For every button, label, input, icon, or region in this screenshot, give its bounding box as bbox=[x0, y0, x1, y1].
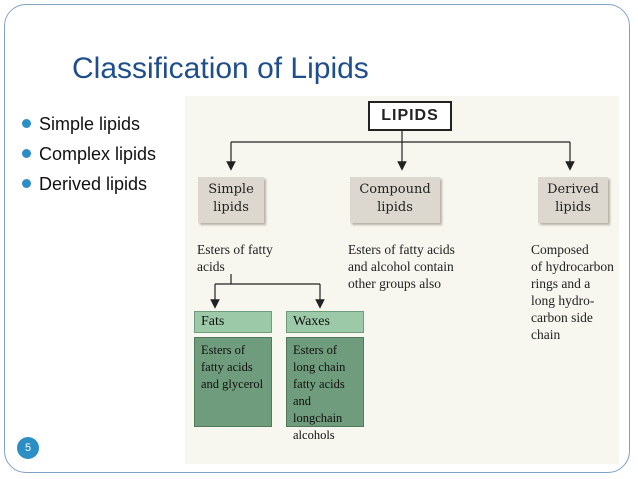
waxes-description: Esters of long chain fatty acids and lon… bbox=[286, 337, 364, 442]
connector-lines bbox=[210, 129, 575, 309]
lipids-root-box: LIPIDS bbox=[368, 101, 452, 131]
slide-title: Classification of Lipids bbox=[72, 52, 369, 85]
fats-label: Fats bbox=[194, 311, 272, 333]
bullet-item: Simple lipids bbox=[22, 110, 156, 140]
bullet-dot-icon bbox=[22, 119, 31, 128]
slide-frame bbox=[4, 4, 630, 473]
bullet-text: Complex lipids bbox=[39, 144, 157, 164]
bullet-dot-icon bbox=[22, 149, 31, 158]
bullet-list: Simple lipids Complex lipids Derived lip… bbox=[22, 110, 156, 200]
bullet-item: Complex lipids bbox=[22, 140, 156, 170]
derived-lipids-description: Composed of hydrocarbon rings and a long… bbox=[531, 242, 614, 342]
bullet-item: Derived lipids bbox=[22, 170, 156, 200]
fats-description: Esters of fatty acids and glycerol bbox=[194, 337, 272, 427]
bullet-dot-icon bbox=[22, 179, 31, 188]
waxes-label: Waxes bbox=[286, 311, 364, 333]
compound-lipids-description: Esters of fatty acids and alcohol contai… bbox=[348, 242, 455, 291]
compound-lipids-box: Compound lipids bbox=[350, 177, 440, 223]
derived-lipids-box: Derived lipids bbox=[538, 177, 608, 223]
bullet-text: Derived lipids bbox=[39, 174, 148, 194]
page-number-badge: 5 bbox=[17, 437, 39, 459]
bullet-text: Simple lipids bbox=[39, 114, 141, 134]
simple-lipids-box: Simple lipids bbox=[198, 177, 264, 223]
simple-lipids-description: Esters of fatty acids bbox=[197, 242, 273, 274]
